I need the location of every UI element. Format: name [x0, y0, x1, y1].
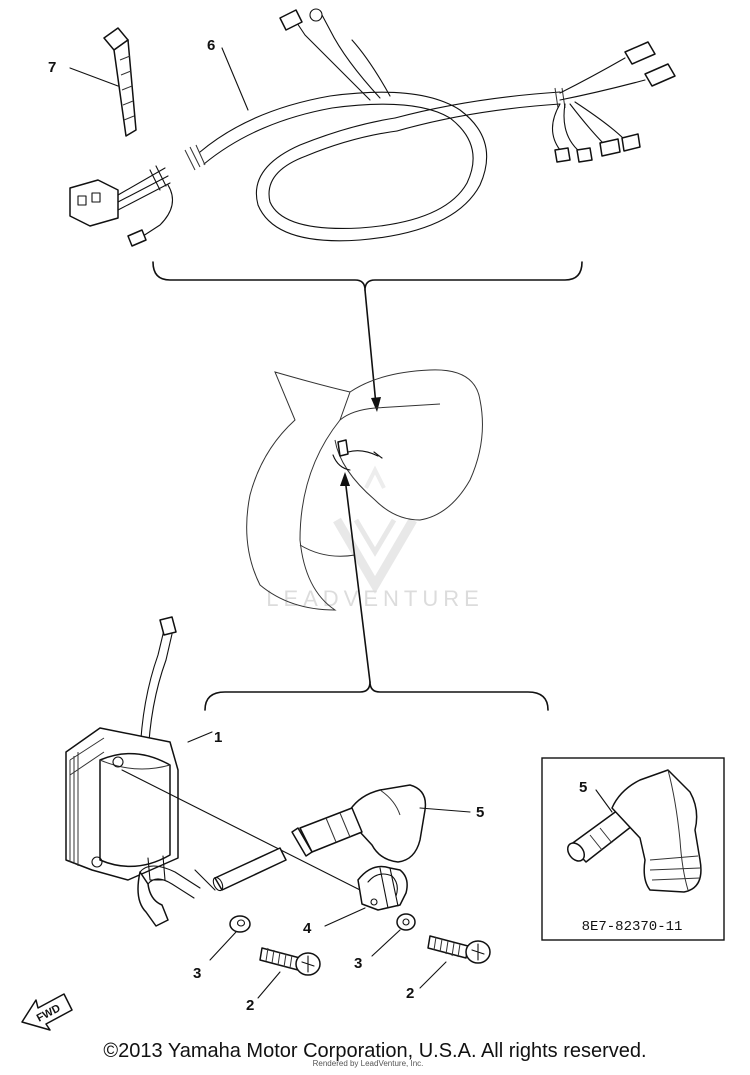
callout-6: 6 — [207, 37, 215, 54]
leader-line-4 — [324, 907, 366, 927]
mounting-leader-line — [121, 769, 371, 896]
callout-1: 1 — [214, 729, 222, 746]
outboard-motor-outline — [246, 369, 483, 611]
inset-spark-plug-cap — [566, 769, 702, 893]
bolt-right — [427, 935, 491, 964]
inset-part-number: 8E7-82370-11 — [582, 919, 683, 935]
lock-washer-right — [396, 913, 416, 931]
cable-band — [103, 27, 137, 137]
bolt-left — [259, 947, 321, 976]
callout-7: 7 — [48, 59, 56, 76]
callout-3-right: 3 — [354, 955, 362, 972]
wire-harness — [69, 8, 676, 247]
ignition-coil — [65, 616, 201, 927]
leader-line-5-inset — [595, 789, 613, 813]
lock-washer-left — [229, 915, 251, 933]
callout-2-left: 2 — [246, 997, 254, 1014]
sleeve-tube — [212, 847, 287, 892]
callout-3-left: 3 — [193, 965, 201, 982]
callout-5: 5 — [476, 804, 484, 821]
ignition-leader-arrow — [344, 477, 371, 683]
watermark-text: LEADVENTURE — [266, 586, 484, 611]
leader-line-3b — [371, 929, 401, 957]
leader-line-2b — [419, 961, 447, 989]
callout-4: 4 — [303, 920, 312, 937]
copyright-notice: ©2013 Yamaha Motor Corporation, U.S.A. A… — [103, 1040, 647, 1062]
spark-plug-cap — [291, 784, 427, 863]
tube-leader-line — [194, 869, 216, 891]
harness-connector-block — [69, 179, 119, 227]
inset-panel: 8E7-82370-11 — [541, 757, 725, 941]
callout-2-right: 2 — [406, 985, 414, 1002]
rendered-by-watermark: Rendered by LeadVenture, Inc. — [313, 1059, 424, 1068]
leadventure-watermark: LEADVENTURE — [266, 465, 484, 611]
fwd-direction-marker: FWD — [21, 993, 73, 1031]
leader-line-1 — [187, 731, 213, 743]
leader-line-6 — [221, 47, 249, 111]
ignition-group-bracket — [204, 681, 549, 711]
leader-line-5 — [419, 807, 471, 813]
mounting-clamp — [357, 865, 408, 911]
leader-line-3a — [209, 931, 237, 961]
harness-group-bracket — [152, 261, 583, 291]
leader-line-7 — [69, 67, 119, 87]
callout-5-inset: 5 — [579, 779, 587, 796]
harness-leader-arrow — [364, 289, 377, 406]
leader-line-2a — [257, 971, 281, 999]
leadventure-logo-icon — [333, 465, 417, 594]
